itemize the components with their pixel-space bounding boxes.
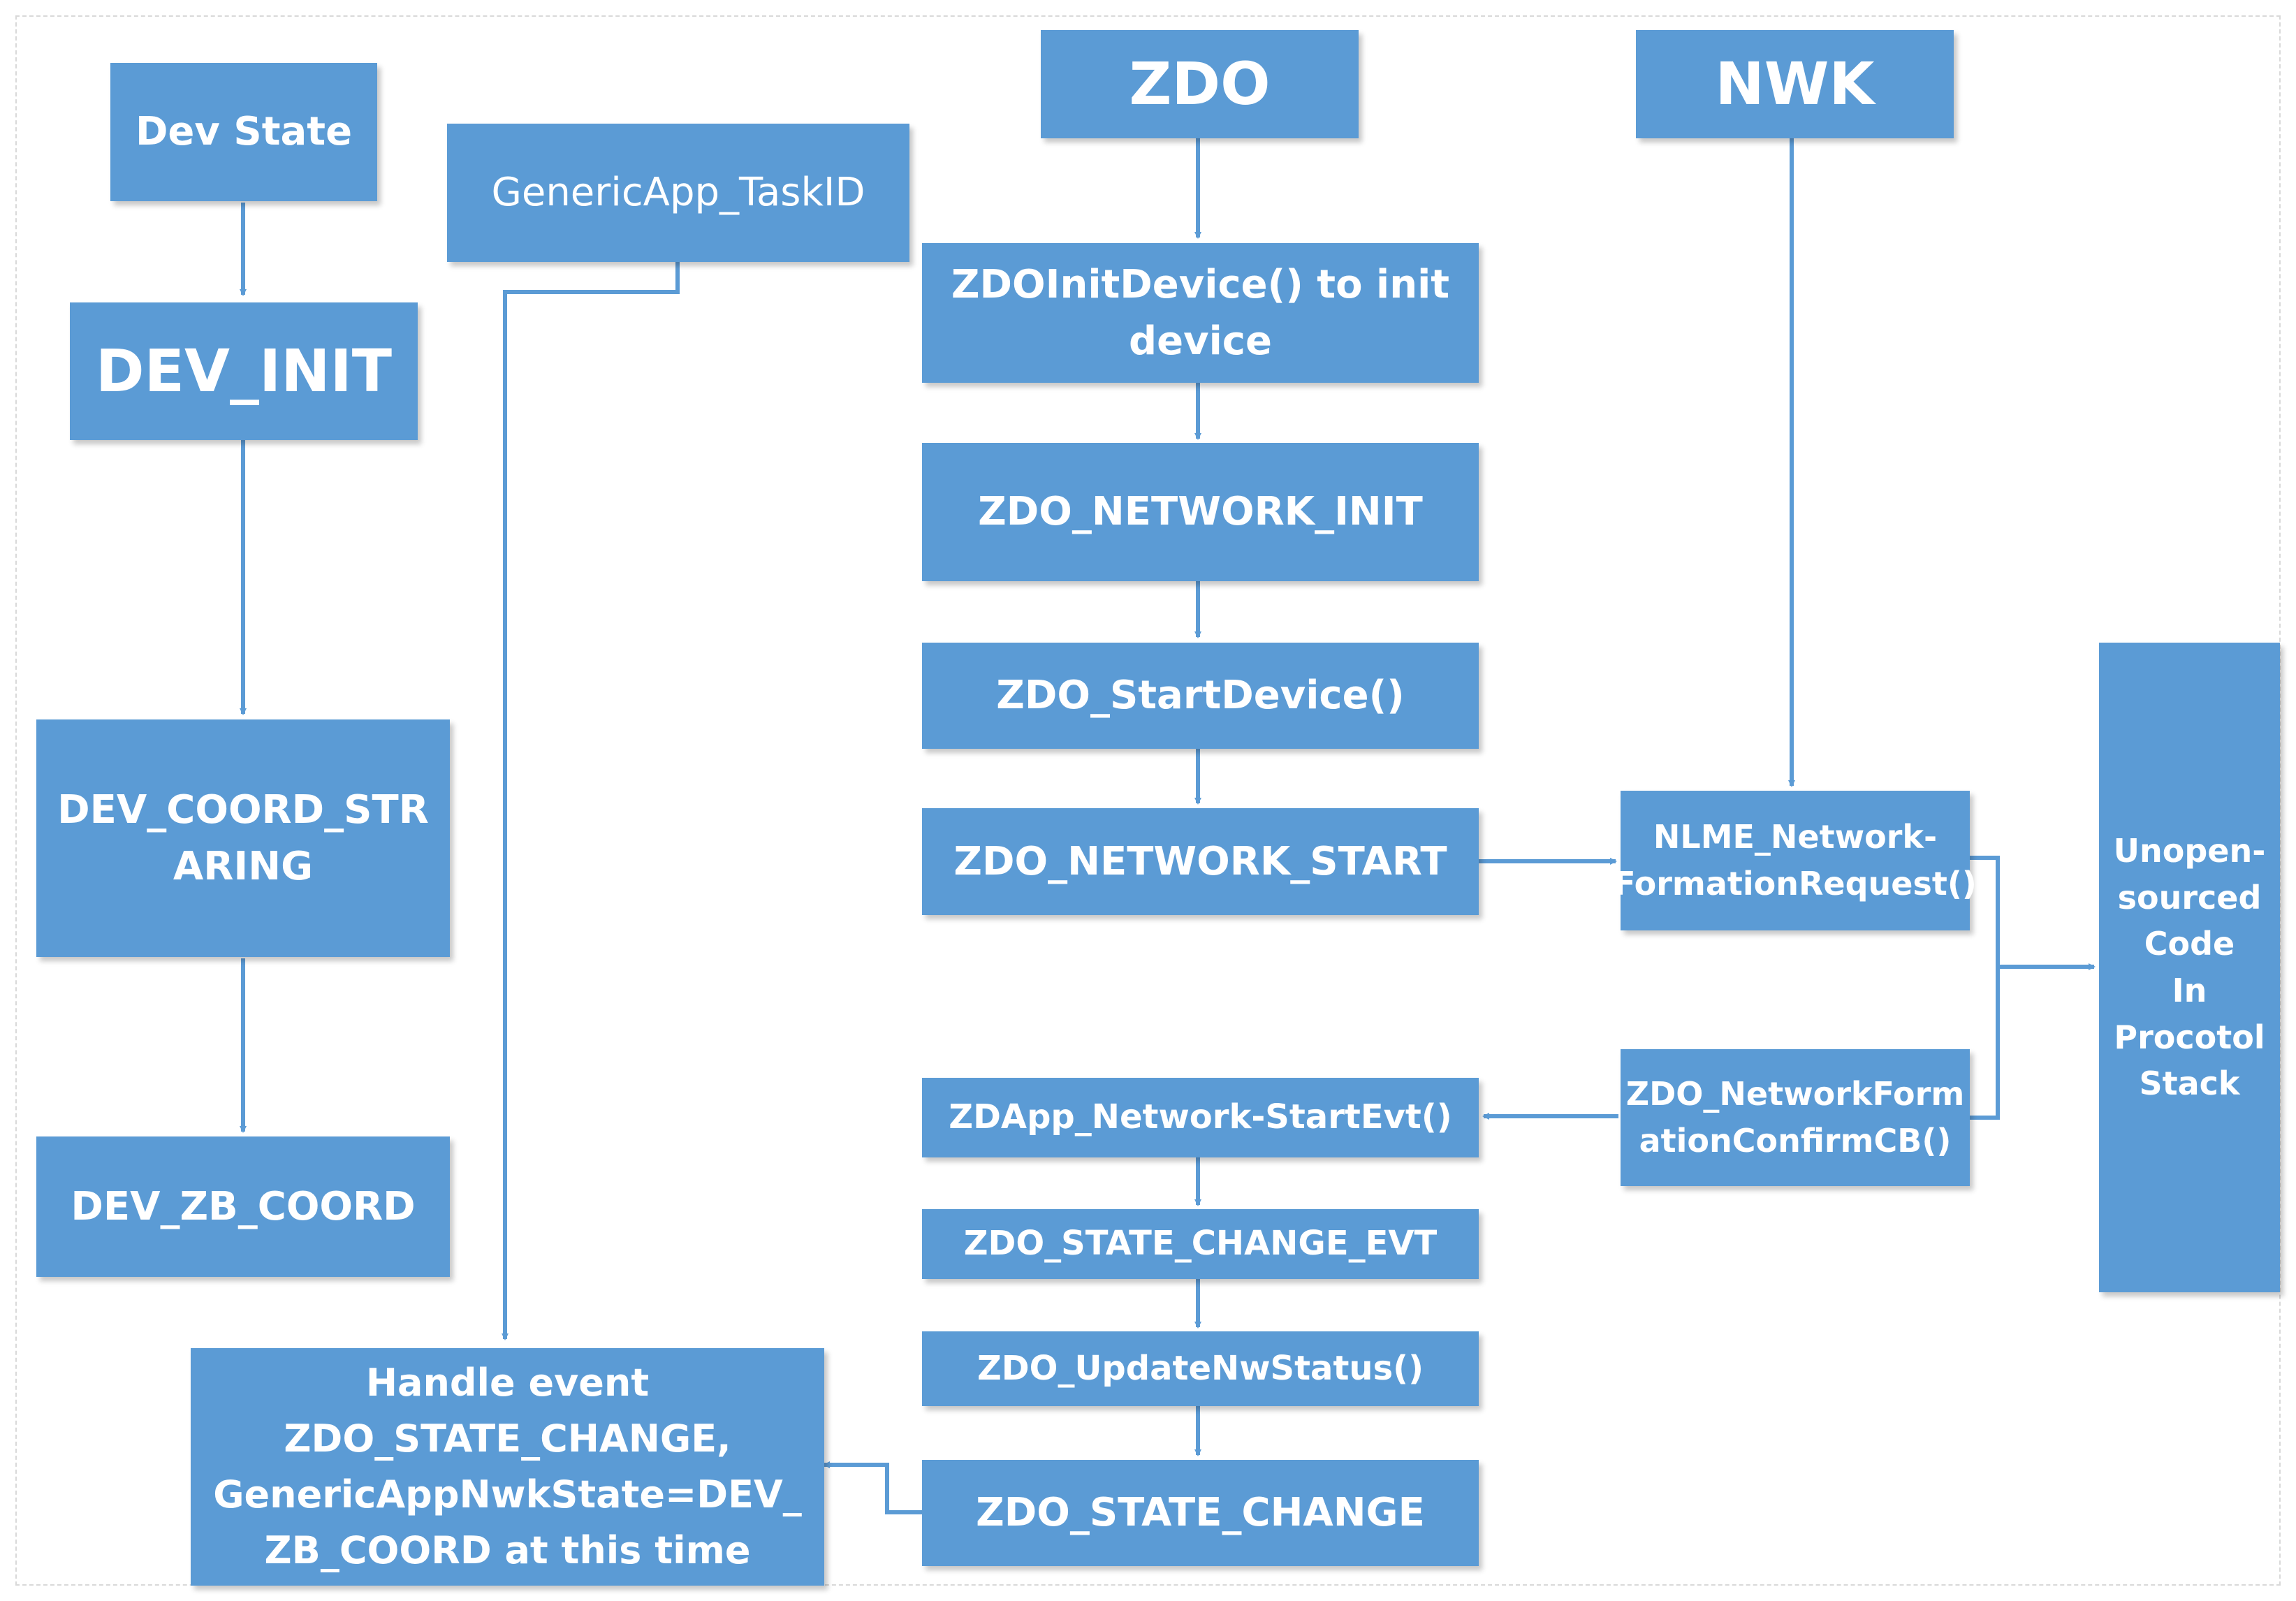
zdo-init-device-label-1: ZDOInitDevice() to init — [951, 261, 1450, 307]
protocol-stack-line-4: In — [2172, 972, 2207, 1009]
dev-state-label: Dev State — [135, 109, 353, 155]
zdo-state-change-box: ZDO_STATE_CHANGE — [922, 1460, 1479, 1566]
zdo-start-device-box: ZDO_StartDevice() — [922, 643, 1479, 749]
dev-init-box: DEV_INIT — [70, 302, 418, 440]
handle-event-line-3: GenericAppNwkState=DEV_ — [213, 1472, 802, 1516]
dev-zb-coord-label: DEV_ZB_COORD — [71, 1183, 416, 1229]
zdapp-network-start-evt-box: ZDApp_Network-StartEvt() — [922, 1078, 1479, 1157]
zdo-start-device-label: ZDO_StartDevice() — [996, 673, 1405, 719]
nlme-formation-request-label-2: FormationRequest() — [1614, 865, 1977, 902]
bracket-to-protocol-stack — [1970, 856, 2000, 1120]
nlme-formation-request-label-1: NLME_Network- — [1653, 818, 1938, 856]
zdo-network-start-box: ZDO_NETWORK_START — [922, 808, 1479, 915]
protocol-stack-line-1: Unopen- — [2113, 831, 2266, 870]
generic-app-task-id-box: GenericApp_TaskID — [447, 124, 909, 262]
formation-confirm-cb-label-2: ationConfirmCB() — [1639, 1122, 1952, 1160]
protocol-stack-box: Unopen- sourced Code In Procotol Stack — [2099, 643, 2280, 1292]
zdo-init-device-box: ZDOInitDevice() to init device — [922, 243, 1479, 383]
handle-event-line-1: Handle event — [365, 1361, 650, 1405]
zdo-network-start-label: ZDO_NETWORK_START — [953, 838, 1447, 884]
formation-confirm-cb-box: ZDO_NetworkForm ationConfirmCB() — [1621, 1049, 1970, 1186]
arrow-statechange-to-handle-event — [823, 1461, 922, 1514]
zdo-init-device-label-2: device — [1129, 319, 1272, 364]
handle-event-line-2: ZDO_STATE_CHANGE, — [284, 1417, 731, 1461]
generic-app-task-id-label: GenericApp_TaskID — [491, 170, 865, 216]
dev-coord-starting-label-1: DEV_COORD_STR — [57, 787, 429, 833]
diagram-frame — [15, 15, 2281, 1586]
protocol-stack-line-6: Stack — [2139, 1065, 2240, 1103]
dev-state-box: Dev State — [110, 63, 377, 201]
nwk-label: NWK — [1715, 49, 1875, 118]
formation-confirm-cb-label-1: ZDO_NetworkForm — [1625, 1075, 1965, 1113]
protocol-stack-line-3: Code — [2144, 925, 2235, 963]
nwk-box: NWK — [1636, 30, 1954, 138]
zdo-network-init-label: ZDO_NETWORK_INIT — [978, 489, 1423, 535]
zdo-state-change-evt-label: ZDO_STATE_CHANGE_EVT — [963, 1224, 1438, 1264]
zdo-network-init-box: ZDO_NETWORK_INIT — [922, 443, 1479, 581]
zdo-label: ZDO — [1129, 49, 1271, 118]
zdo-box: ZDO — [1041, 30, 1359, 138]
protocol-stack-line-5: Procotol — [2114, 1018, 2265, 1056]
zdapp-network-start-evt-label: ZDApp_Network-StartEvt() — [949, 1097, 1452, 1137]
zdo-update-nw-status-box: ZDO_UpdateNwStatus() — [922, 1331, 1479, 1406]
arrow-taskid-to-handle-event — [502, 262, 680, 1340]
dev-coord-starting-label-2: ARING — [173, 844, 314, 889]
zdo-state-change-label: ZDO_STATE_CHANGE — [976, 1490, 1425, 1536]
zdo-update-nw-status-label: ZDO_UpdateNwStatus() — [977, 1348, 1424, 1388]
dev-zb-coord-box: DEV_ZB_COORD — [36, 1136, 450, 1277]
protocol-stack-line-2: sourced — [2117, 878, 2262, 916]
zdo-state-change-evt-box: ZDO_STATE_CHANGE_EVT — [922, 1209, 1479, 1279]
handle-event-box: Handle event ZDO_STATE_CHANGE, GenericAp… — [191, 1348, 824, 1586]
dev-coord-starting-box: DEV_COORD_STR ARING — [36, 719, 450, 957]
handle-event-line-4: ZB_COORD at this time — [264, 1528, 751, 1572]
dev-init-label: DEV_INIT — [95, 336, 393, 405]
nlme-formation-request-box: NLME_Network- FormationRequest() — [1614, 791, 1977, 930]
